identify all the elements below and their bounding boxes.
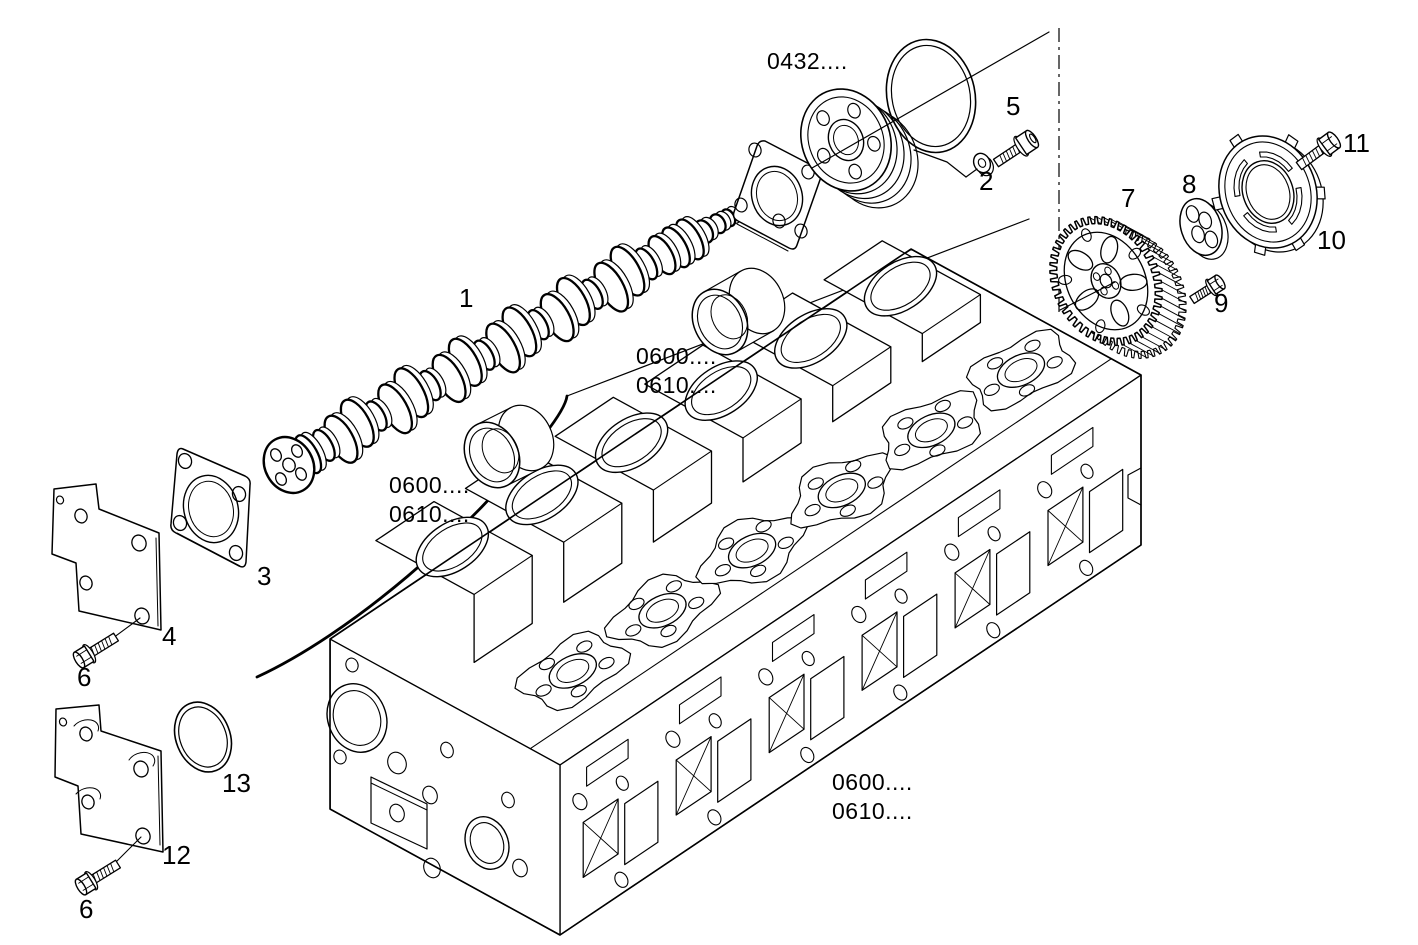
thrust-plate [1179,197,1229,260]
part-callout-upper-bracket-bolt[interactable]: 6 [77,662,92,692]
seal-ring [173,701,233,773]
part-callout-lower-cover-bracket[interactable]: 12 [162,840,191,870]
part-callout-timing-cover-plate[interactable]: 10 [1317,225,1346,255]
part-callout-cover-plate-bolt[interactable]: 11 [1343,128,1370,158]
lower-bracket-bolt [74,859,122,896]
part-callout-lower-bracket-bolt[interactable]: 6 [79,894,94,924]
part-callout-gear-bolt[interactable]: 9 [1214,288,1229,318]
leader-lines [811,31,1116,311]
ref-code-0600-0610-b[interactable]: 0600....0610.... [389,472,470,527]
cylinder-head [326,240,1142,936]
front-cover-group-0432 [732,38,1040,252]
part-callout-seal-washer[interactable]: 2 [979,166,994,196]
part-callout-camshaft[interactable]: 1 [459,283,474,313]
ref-code-0432[interactable]: 0432.... [767,48,848,74]
upper-cover-bracket [51,483,162,639]
part-callout-upper-cover-bracket[interactable]: 4 [162,621,177,651]
gear-bolt [1189,274,1226,305]
lower-cover-bracket [54,704,164,864]
timing-cover-plate [1211,133,1326,256]
part-callout-end-cover-gasket[interactable]: 3 [257,561,272,591]
upper-bracket-bolt [72,632,120,669]
ref-code-0600-0610-a[interactable]: 0600....0610.... [636,343,717,398]
timing-gear [1049,215,1187,359]
end-cover-gasket [170,447,251,568]
part-callout-thrust-plate[interactable]: 8 [1182,169,1197,199]
part-callout-seal-ring[interactable]: 13 [222,768,251,798]
camshaft [262,205,741,495]
cover-plate-bolt [1295,131,1342,171]
ref-code-0600-0610-c[interactable]: 0600....0610.... [832,769,913,824]
part-callout-socket-head-bolt[interactable]: 5 [1006,91,1021,121]
camshaft-bushings [463,267,786,489]
part-callout-camshaft-timing-gear[interactable]: 7 [1121,183,1136,213]
